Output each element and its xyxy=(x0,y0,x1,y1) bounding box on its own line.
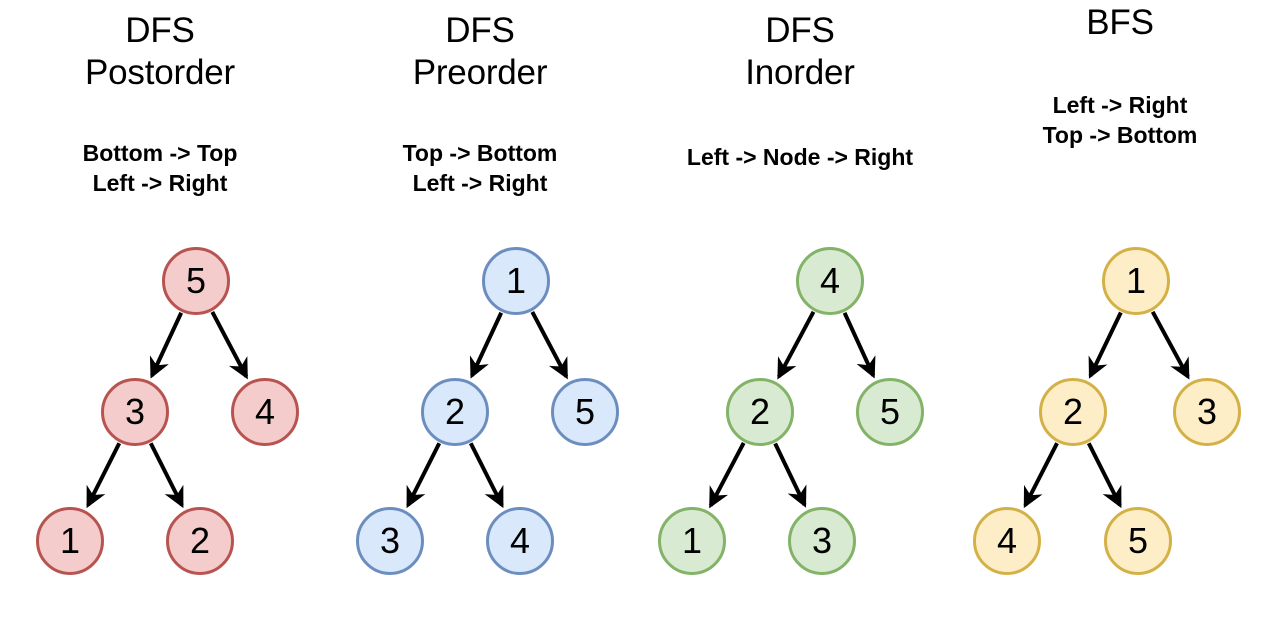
tree-node[interactable]: 2 xyxy=(1039,378,1107,446)
tree-node[interactable]: 3 xyxy=(1173,378,1241,446)
tree-edge-3-to-2 xyxy=(148,442,184,509)
column-title-bfs: BFS xyxy=(1086,3,1154,42)
tree-node[interactable]: 1 xyxy=(1102,247,1170,315)
tree-edge-2-to-5 xyxy=(1086,442,1122,509)
tree-node[interactable]: 5 xyxy=(1104,507,1172,575)
tree-node[interactable]: 1 xyxy=(658,507,726,575)
tree-edge-1-to-2 xyxy=(1088,311,1123,379)
tree-node[interactable]: 4 xyxy=(796,247,864,315)
tree-node[interactable]: 5 xyxy=(162,247,230,315)
tree-node[interactable]: 5 xyxy=(856,378,924,446)
tree-edge-2-to-4 xyxy=(1023,442,1059,509)
tree-edge-1-to-3 xyxy=(1150,310,1190,380)
column-subtitle-dfs-postorder: Bottom -> Top Left -> Right xyxy=(82,140,238,196)
tree-node[interactable]: 3 xyxy=(788,507,856,575)
tree-edges-bfs xyxy=(1023,310,1190,509)
column-subtitle-dfs-inorder: Left -> Node -> Right xyxy=(686,144,914,170)
column-subtitle-bfs: Left -> Right Top -> Bottom xyxy=(1042,92,1198,148)
tree-edge-1-to-5 xyxy=(530,311,569,380)
tree-node[interactable]: 5 xyxy=(551,378,619,446)
tree-edge-4-to-2 xyxy=(777,310,816,380)
column-subtitle-dfs-preorder: Top -> Bottom Left -> Right xyxy=(402,140,558,196)
tree-edge-2-to-3 xyxy=(773,442,807,508)
column-title-dfs-inorder: DFS Inorder xyxy=(745,11,855,92)
tree-node[interactable]: 4 xyxy=(231,378,299,446)
tree-edge-2-to-1 xyxy=(708,442,746,509)
tree-edge-5-to-3 xyxy=(149,311,184,379)
tree-edges-dfs-postorder xyxy=(86,311,249,509)
tree-node[interactable]: 1 xyxy=(36,507,104,575)
column-title-dfs-postorder: DFS Postorder xyxy=(85,11,235,92)
tree-node[interactable]: 4 xyxy=(486,507,554,575)
tree-node[interactable]: 1 xyxy=(482,247,550,315)
tree-edge-2-to-3 xyxy=(406,442,442,509)
tree-edge-3-to-1 xyxy=(86,442,122,509)
tree-edge-2-to-4 xyxy=(468,442,504,509)
tree-node[interactable]: 4 xyxy=(973,507,1041,575)
tree-node[interactable]: 2 xyxy=(421,378,489,446)
tree-edge-4-to-5 xyxy=(842,311,876,379)
tree-edge-1-to-2 xyxy=(469,311,504,379)
column-title-dfs-preorder: DFS Preorder xyxy=(412,11,548,92)
tree-edge-5-to-4 xyxy=(210,311,249,380)
tree-node[interactable]: 2 xyxy=(726,378,794,446)
tree-edges-dfs-preorder xyxy=(406,311,569,509)
tree-edges-dfs-inorder xyxy=(708,310,876,509)
tree-node[interactable]: 2 xyxy=(166,507,234,575)
tree-node[interactable]: 3 xyxy=(101,378,169,446)
tree-node[interactable]: 3 xyxy=(356,507,424,575)
